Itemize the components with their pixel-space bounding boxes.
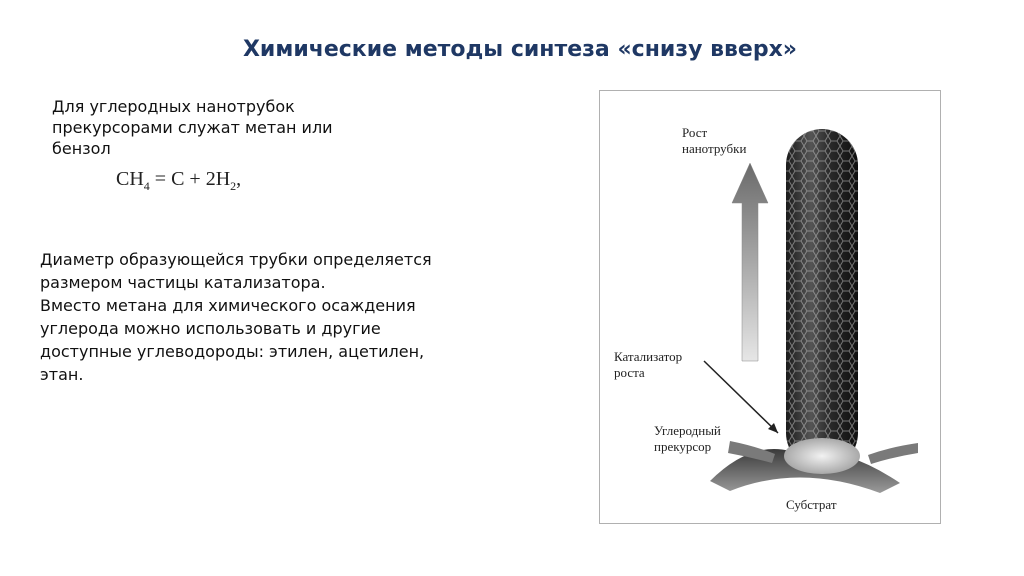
growth-arrow-icon <box>731 162 769 362</box>
formula-lhs-subscript: 4 <box>143 179 150 193</box>
precursor-label: Углеродный прекурсор <box>654 423 721 454</box>
body-text: Диаметр образующейся трубки определяется… <box>40 248 460 386</box>
slide-title: Химические методы синтеза «снизу вверх» <box>242 37 798 62</box>
precursor-arrow-right-icon <box>868 443 918 464</box>
reaction-formula: CH4 = C + 2H2, <box>116 168 241 194</box>
nanotube-growth-figure: Рост нанотрубки Катализатор роста Углеро… <box>599 90 941 524</box>
body-paragraph-hydrocarbons: Вместо метана для химического осаждения … <box>40 296 425 384</box>
catalyst-particle <box>784 438 860 474</box>
formula-rhs-subscript: 2 <box>230 179 237 193</box>
intro-text: Для углеродных нанотрубок прекурсорами с… <box>52 97 333 154</box>
formula-lhs: CH <box>116 168 144 190</box>
formula-end: , <box>236 168 242 190</box>
formula-middle: = C + 2H <box>149 168 231 190</box>
catalyst-label: Катализатор роста <box>614 349 683 380</box>
catalyst-pointer <box>703 360 779 434</box>
nanotube-illustration <box>703 129 918 493</box>
growth-label: Рост нанотрубки <box>682 125 747 156</box>
body-paragraph-diameter: Диаметр образующейся трубки определяется… <box>40 250 432 292</box>
precursor-arrow-left-icon <box>728 441 775 463</box>
substrate-label: Субстрат <box>786 497 837 512</box>
